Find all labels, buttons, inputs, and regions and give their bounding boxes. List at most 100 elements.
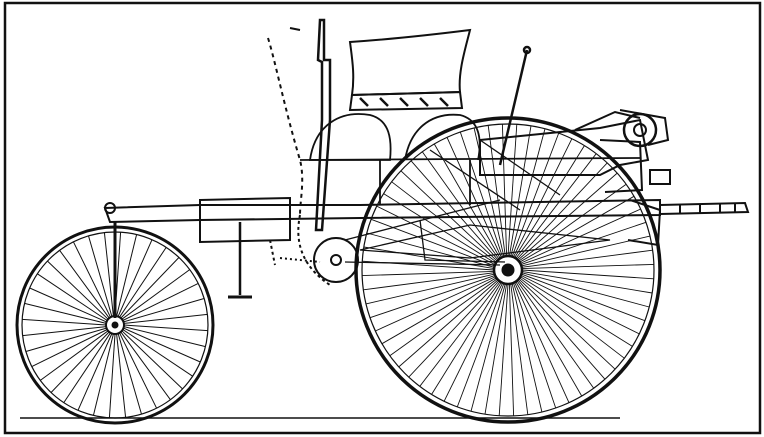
rear-wheel-spoke	[398, 279, 499, 368]
rear-wheel-spoke	[521, 272, 650, 308]
rear-wheel-spoke	[514, 282, 570, 403]
rear-wheel-spoke	[362, 270, 495, 277]
rear-wheel-spoke	[446, 137, 502, 258]
front-wheel-spoke	[120, 331, 171, 400]
drive-rods	[344, 139, 611, 266]
rear-wheel-spoke	[520, 274, 640, 335]
front-wheel-spoke	[50, 331, 110, 393]
rear-wheel-spoke	[456, 283, 505, 408]
rear-wheel-spoke	[431, 282, 502, 395]
rear-wheel-spoke	[369, 274, 496, 319]
rear-wheel-spoke	[443, 282, 504, 402]
gear-lever	[498, 45, 532, 166]
rear-wheel-spoke	[508, 125, 532, 257]
rear-wheel-spoke	[511, 283, 543, 413]
rear-wheel-spoke	[511, 132, 560, 257]
front-wheel-spoke	[120, 257, 180, 319]
front-wheel-spoke	[117, 333, 142, 415]
rear-wheel-spoke	[518, 278, 616, 370]
rear-wheel-spoke	[520, 276, 633, 347]
front-wheel-spoke	[122, 282, 199, 321]
front-wheel-spoke	[31, 329, 108, 368]
front-wheel-spoke	[63, 332, 111, 403]
front-wheel-spoke	[25, 327, 107, 352]
rear-wheel-spoke	[410, 160, 499, 261]
rear-wheel-spoke	[484, 283, 508, 415]
rear-wheel-spoke	[521, 273, 646, 322]
rear-wheel-spoke	[512, 282, 557, 409]
body-panel	[299, 113, 641, 205]
rear-wheel-spoke	[519, 277, 625, 359]
front-wheel-spoke	[103, 232, 114, 317]
front-wheel-spoke	[116, 333, 127, 418]
exhaust-pipe	[659, 201, 750, 215]
rear-wheel-spoke	[408, 280, 500, 378]
front-wheel-spoke	[123, 327, 201, 363]
rear-wheel-spoke	[433, 143, 501, 259]
rear-wheel-spoke	[507, 124, 518, 257]
rear-wheel-spoke	[419, 281, 501, 387]
front-wheel	[15, 225, 215, 425]
steering-column	[267, 18, 332, 232]
front-wheel-spoke	[22, 326, 107, 337]
rear-wheel-spoke	[508, 283, 515, 416]
front-wheel-spoke	[117, 239, 153, 317]
engine-block	[479, 109, 671, 247]
front-wheel-spoke	[77, 333, 113, 411]
rear-wheel-spoke	[470, 283, 506, 412]
rear-wheel-spoke	[381, 277, 497, 345]
rear-wheel-spoke	[521, 270, 653, 294]
front-wheel-spoke	[88, 235, 113, 317]
front-wheel-spoke	[24, 302, 107, 324]
figure-border	[3, 1, 762, 435]
rear-wheel-spoke	[516, 162, 608, 260]
rear-wheel-spoke	[515, 153, 597, 259]
rear-wheel-spoke	[498, 283, 509, 416]
front-wheel-spoke	[121, 269, 190, 320]
rear-wheel-spoke	[517, 279, 606, 380]
rear-wheel-spoke	[376, 205, 496, 266]
rear-wheel-spoke	[421, 151, 500, 260]
rear-wheel-spoke	[516, 280, 595, 389]
rear-wheel-spoke	[400, 170, 498, 262]
rear-wheel-spoke	[363, 272, 495, 291]
rear-wheel-spoke	[521, 269, 654, 280]
front-wheel-spoke	[123, 313, 208, 324]
rear-wheel-spoke	[501, 124, 508, 257]
front-wheel-spoke	[40, 330, 109, 381]
front-wheel-spoke	[116, 234, 138, 317]
rear-wheel-spoke	[365, 273, 495, 305]
front-wheel-spoke	[92, 333, 114, 416]
rear-wheel-spoke	[518, 183, 627, 262]
rear-wheel-spoke	[512, 138, 573, 258]
rear-wheel-spoke	[510, 283, 529, 415]
front-wheel-spoke	[29, 287, 107, 323]
front-wheel-spoke	[72, 241, 111, 318]
front-wheel-spoke	[59, 250, 110, 319]
rear-wheel-spoke	[515, 281, 583, 397]
rear-wheel-spoke	[510, 128, 546, 257]
rear-wheel-spoke	[391, 181, 497, 263]
rear-wheel-spoke	[521, 249, 653, 268]
rear-wheel-spoke	[375, 276, 496, 332]
front-wheel-spoke	[123, 326, 206, 348]
front-wheel-spoke	[121, 330, 183, 390]
rear-wheel	[354, 116, 662, 424]
front-wheel-spoke	[37, 273, 108, 321]
front-wheel-spoke	[22, 318, 107, 326]
rear-wheel-spoke	[389, 278, 498, 357]
front-wheel-spoke	[108, 333, 116, 418]
rear-wheel-spoke	[521, 263, 654, 270]
rear-wheel-spoke	[459, 131, 504, 258]
front-wheel-spoke	[47, 260, 109, 320]
rear-wheel-spokes	[362, 124, 654, 416]
front-wheel-spoke	[123, 298, 205, 323]
front-wheel-spoke	[122, 329, 193, 377]
front-wheel-spoke	[119, 332, 158, 409]
drive-pulley	[279, 214, 359, 286]
front-wheel-spokes	[22, 232, 208, 418]
front-wheel-spoke	[119, 247, 167, 318]
rear-wheel-spoke	[519, 195, 635, 263]
